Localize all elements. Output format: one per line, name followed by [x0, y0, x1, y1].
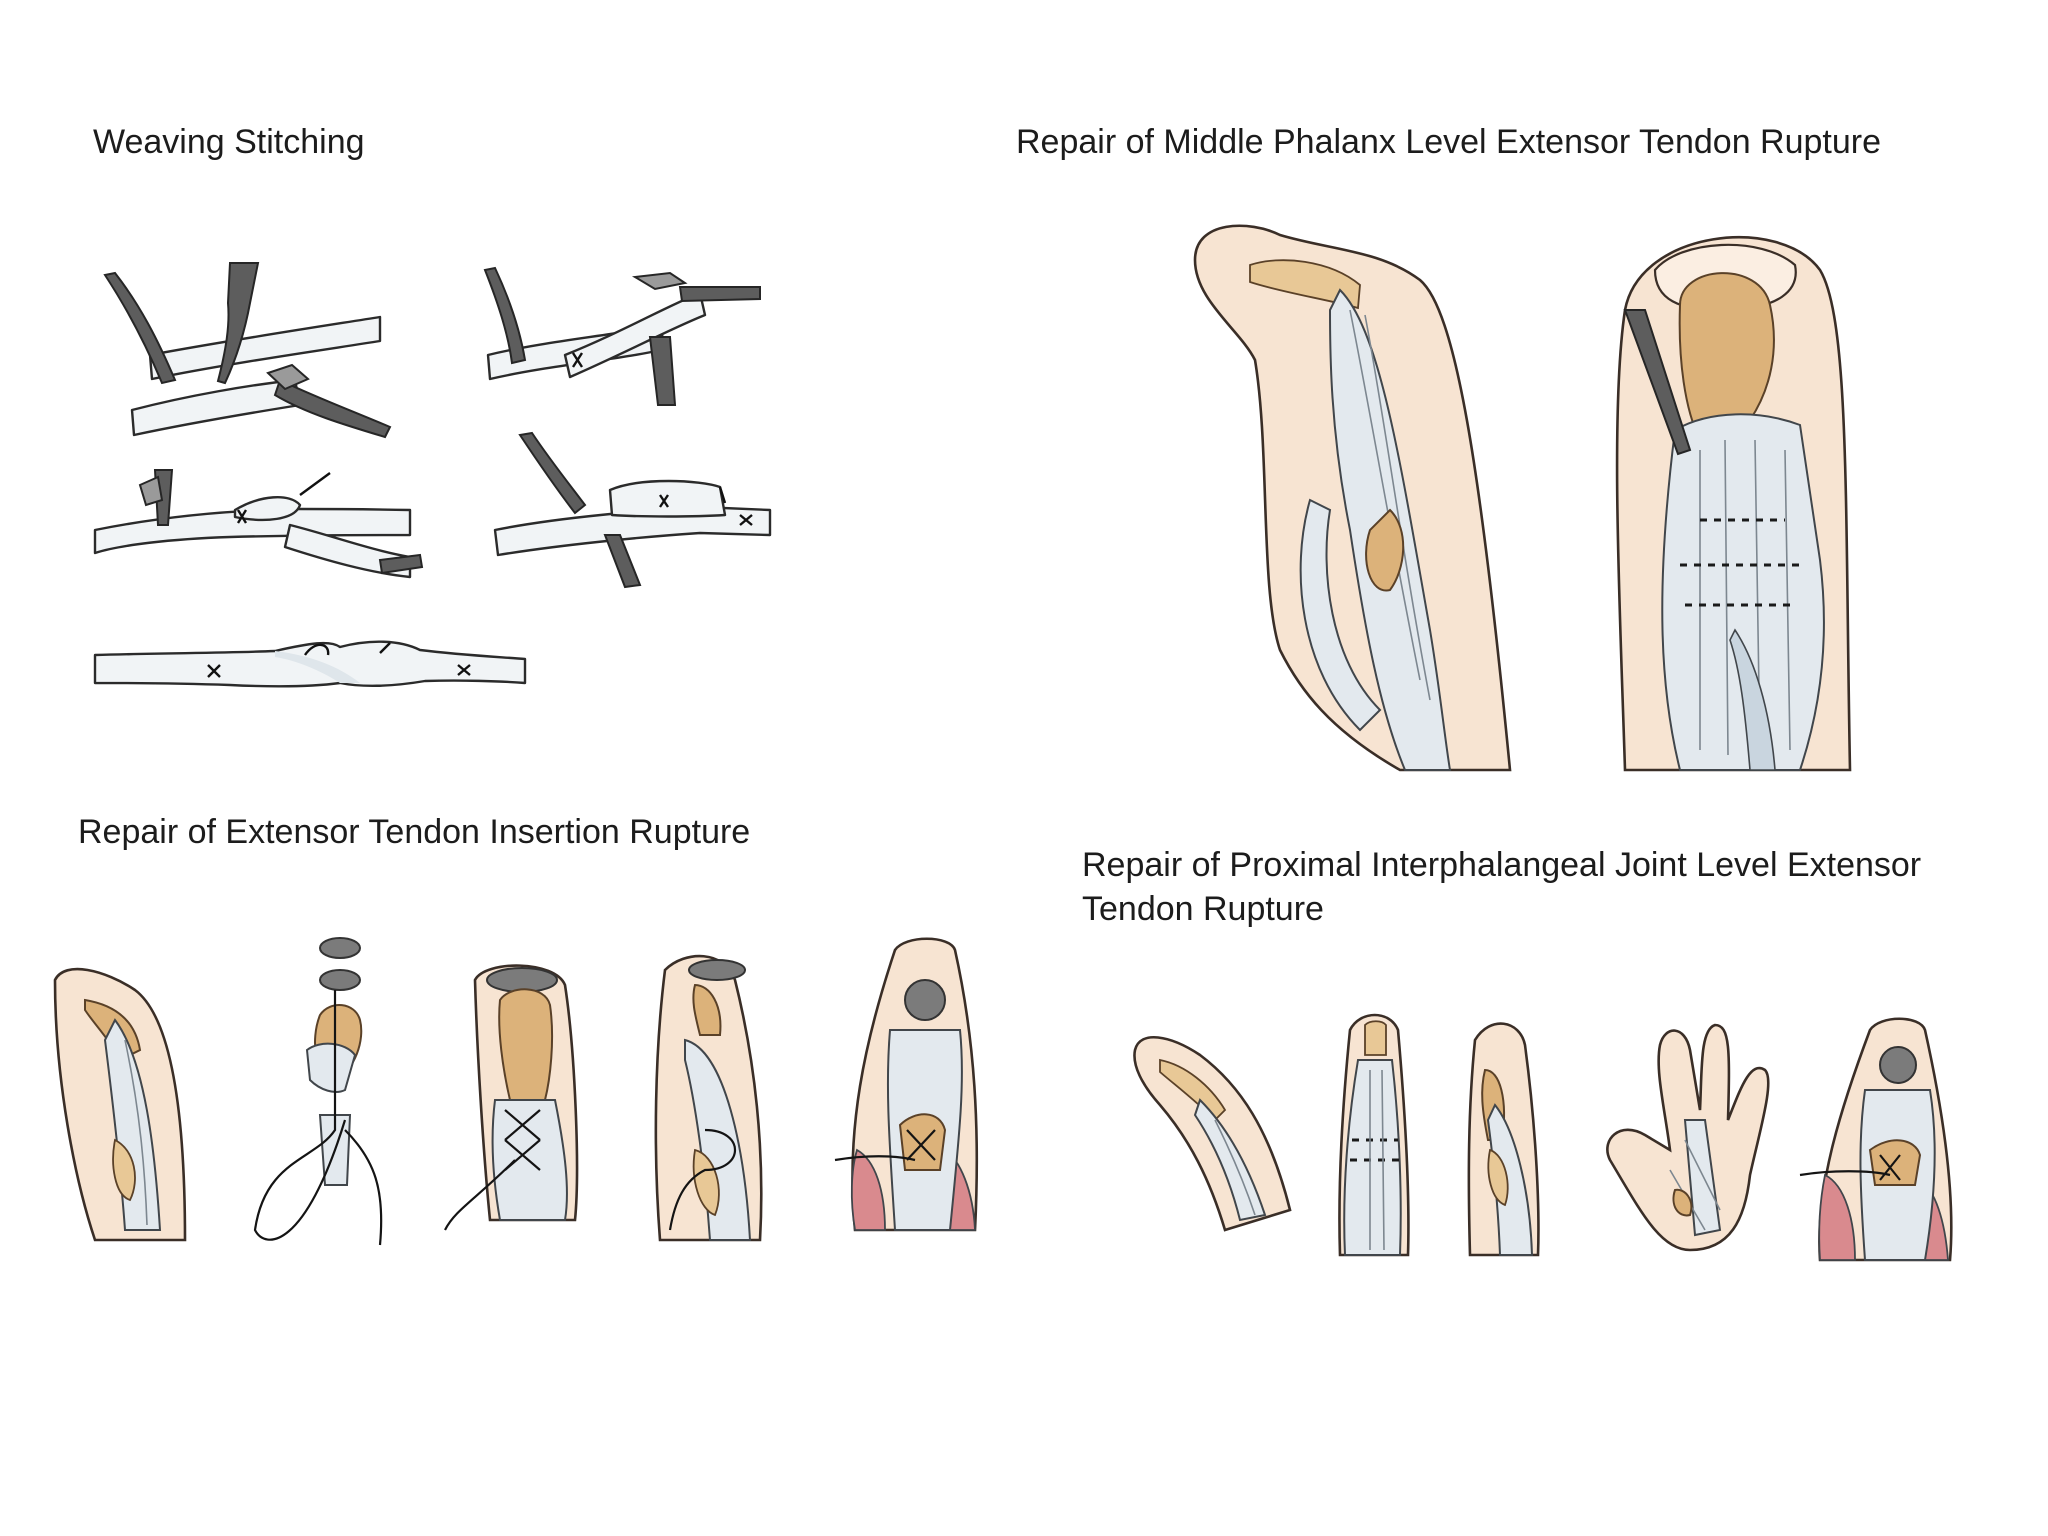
- pip-title-line-2: Tendon Rupture: [1082, 890, 1324, 928]
- weave-step-2: [483, 266, 761, 406]
- pip-repair-figure: [1130, 1010, 1990, 1270]
- weaving-stitching-title: Weaving Stitching: [93, 123, 365, 161]
- insertion-step-3-dorsal: [444, 964, 579, 1231]
- middle-phalanx-repair-title: Repair of Middle Phalanx Level Extensor …: [1016, 123, 1882, 161]
- weaving-stitching-figure: [80, 255, 800, 725]
- pip-step-4-hand: [1606, 1023, 1770, 1252]
- pip-step-1-bent-finger: [1133, 1036, 1292, 1232]
- lateral-view-finger: [1193, 224, 1512, 772]
- weave-step-1: [103, 262, 392, 439]
- insertion-step-5-detail: [834, 937, 979, 1232]
- pip-joint-repair-title: Repair of Proximal Interphalangeal Joint…: [1082, 843, 1921, 931]
- pip-step-3-lateral-finger: [1467, 1022, 1540, 1257]
- middle-phalanx-figure: [1180, 210, 1880, 780]
- pip-step-2-dorsal-finger: [1338, 1013, 1410, 1257]
- weave-step-4: [493, 431, 772, 589]
- insertion-step-4-lateral: [654, 954, 763, 1242]
- pip-step-5-detail: [1799, 1017, 1953, 1262]
- insertion-repair-figure: [45, 930, 995, 1260]
- dorsal-view-finger: [1615, 235, 1852, 772]
- weave-step-5: [93, 640, 527, 688]
- insertion-step-1-finger: [53, 967, 187, 1242]
- pip-title-line-1: Repair of Proximal Interphalangeal Joint…: [1082, 846, 1922, 884]
- insertion-step-2-button-suture: [253, 937, 383, 1246]
- weave-step-3: [93, 469, 424, 579]
- insertion-repair-title: Repair of Extensor Tendon Insertion Rupt…: [78, 813, 751, 851]
